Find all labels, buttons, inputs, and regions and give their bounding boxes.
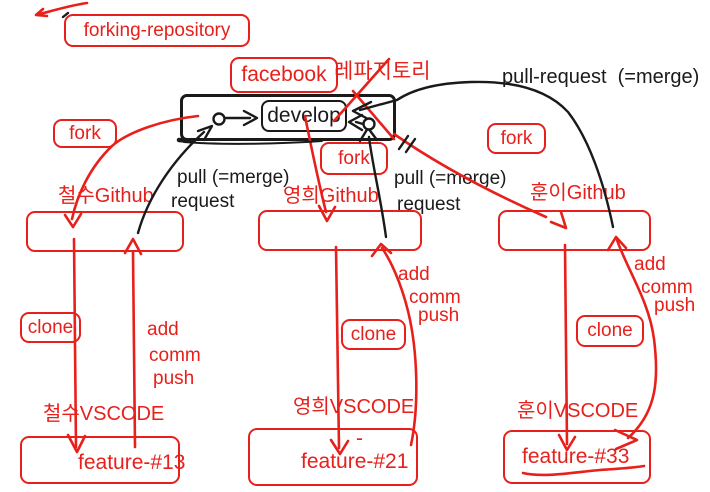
github-box-hooni — [498, 210, 651, 251]
github-label-hooni: 훈이Github — [530, 182, 626, 204]
vscode-label-younghee: 영희VSCODE — [293, 396, 415, 418]
clone-label-right: clone — [587, 320, 633, 341]
fork-label-center: fork — [338, 147, 370, 169]
add-label-right: add — [634, 254, 666, 275]
fork-label-left: fork — [69, 122, 101, 144]
clone-label-left: clone — [27, 316, 74, 338]
fork-box-left: fork — [53, 119, 117, 148]
github-label-cheolsu: 철수Github — [58, 185, 154, 207]
add-label-left: add — [147, 319, 179, 340]
comm-label-left: comm — [149, 345, 201, 366]
clone-label-middle: clone — [350, 323, 397, 345]
feature-label-younghee: feature-#21 — [301, 450, 409, 473]
fork-box-right: fork — [487, 123, 546, 154]
github-box-younghee — [258, 210, 422, 251]
repo-name-box: facebook — [230, 57, 338, 93]
dash-mark-younghee: - — [356, 427, 363, 450]
pull-merge-label-middle-line1: pull (=merge) — [394, 168, 507, 189]
vscode-label-hooni: 훈이VSCODE — [517, 400, 639, 422]
pull-merge-label-middle-line2: request — [397, 194, 461, 215]
title-label: forking-repository — [83, 19, 231, 41]
fork-box-center: fork — [320, 142, 388, 175]
push-label-right: push — [654, 295, 696, 316]
feature-box-cheolsu — [20, 436, 180, 484]
push-label-middle: push — [418, 305, 460, 326]
comm-label-middle: comm — [409, 287, 461, 308]
feature-label-cheolsu: feature-#13 — [78, 451, 186, 474]
hatch-marks — [397, 134, 417, 154]
clone-arrow-middle — [329, 245, 350, 456]
pull-merge-label-left-line2: request — [171, 191, 235, 212]
clone-box-left: clone — [20, 312, 81, 343]
pull-request-merge-label-top: pull-request (=merge) — [502, 66, 700, 88]
develop-branch-label: develop — [267, 104, 341, 127]
repo-name-label: facebook — [241, 63, 327, 86]
clone-box-middle: clone — [341, 319, 406, 350]
feature-box-younghee — [248, 428, 418, 486]
clone-box-right: clone — [576, 315, 644, 347]
pull-merge-label-left-line1: pull (=merge) — [177, 167, 290, 188]
repo-name-ko-label: 레파지토리 — [334, 60, 431, 83]
feature-label-hooni: feature-#33 — [522, 445, 630, 468]
fork-label-right: fork — [500, 127, 533, 149]
github-label-younghee: 영희Github — [283, 185, 379, 207]
vscode-label-cheolsu: 철수VSCODE — [43, 403, 165, 425]
add-label-middle: add — [398, 264, 430, 285]
feature-box-hooni — [503, 430, 651, 484]
repo-box-double-edge — [183, 140, 323, 145]
develop-branch-box: develop — [261, 100, 347, 132]
push-label-left: push — [153, 368, 195, 389]
title-box: forking-repository — [64, 14, 250, 47]
github-box-cheolsu — [26, 211, 184, 252]
